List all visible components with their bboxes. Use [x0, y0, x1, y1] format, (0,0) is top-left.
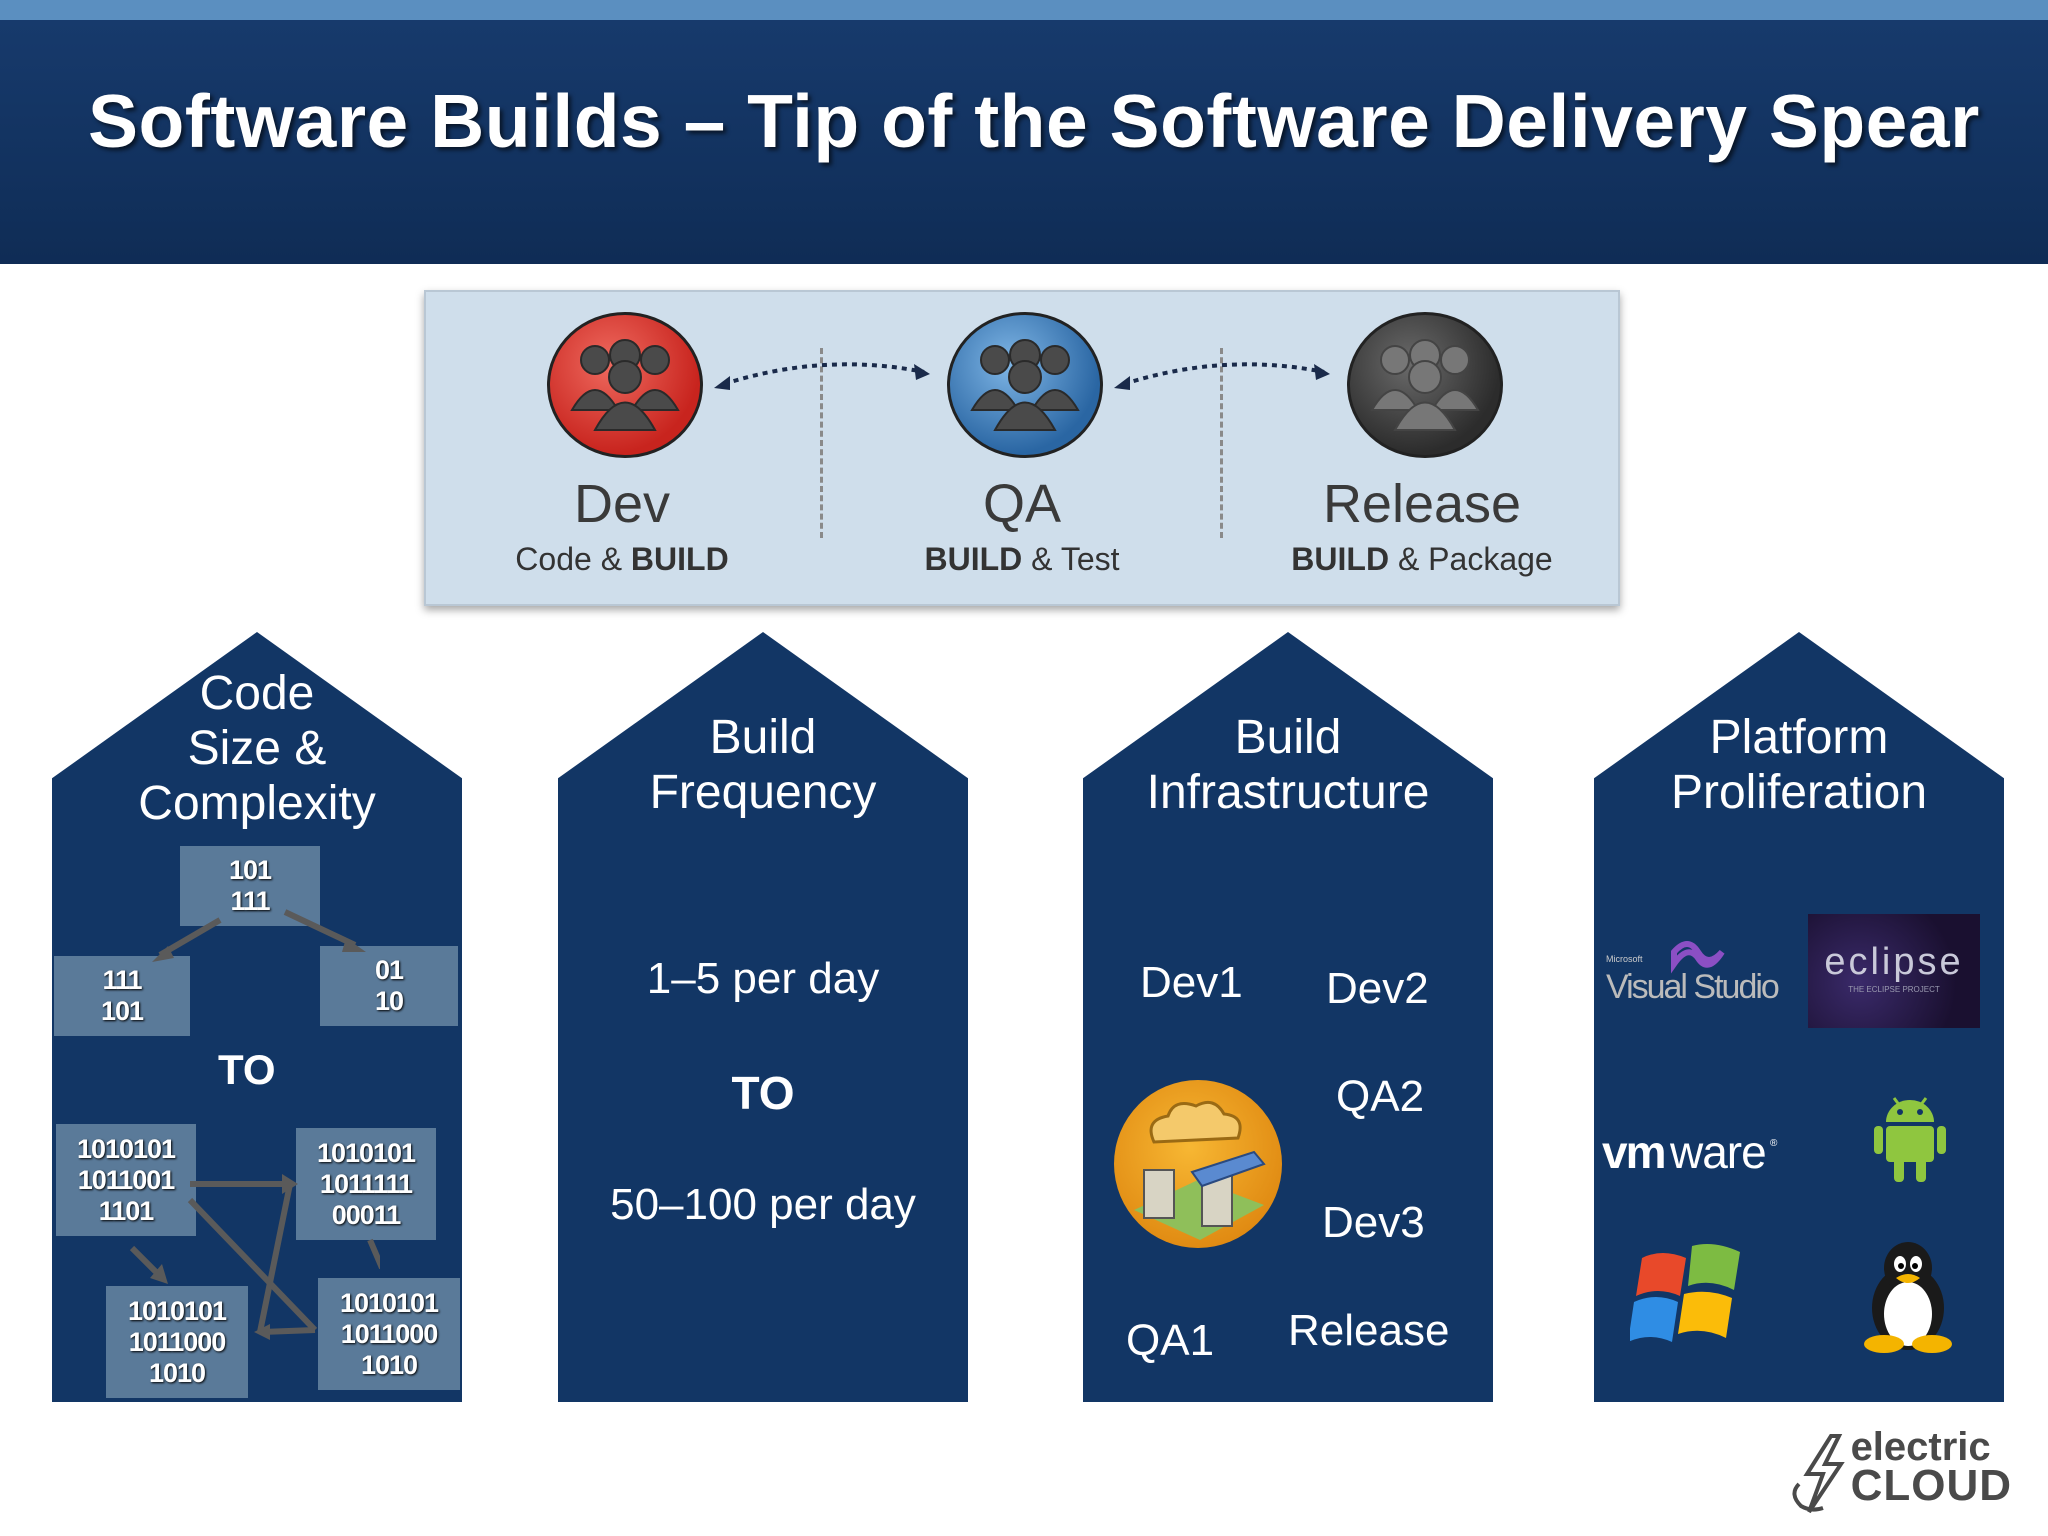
infra-label: QA1: [1126, 1316, 1215, 1365]
stage-release: Release BUILD & Package: [1222, 477, 1622, 578]
stage-qa-sub: BUILD & Test: [924, 541, 1120, 577]
brand-line1: electric: [1850, 1425, 1991, 1469]
stage-qa-name: QA: [982, 474, 1062, 534]
frequency-to-label: TO: [731, 1067, 795, 1119]
visual-studio-logo: Microsoft Visual Studio: [1604, 932, 1784, 1012]
binary-block: 111 101: [54, 956, 190, 1036]
slide-header: Software Builds – Tip of the Software De…: [0, 20, 2048, 264]
stage-release-name: Release: [1322, 474, 1522, 534]
binary-block: 101 111: [180, 846, 320, 926]
lightning-cloud-icon: [1792, 1434, 1845, 1514]
cloud-servers-icon: [1114, 1080, 1282, 1248]
svg-text:THE ECLIPSE PROJECT: THE ECLIPSE PROJECT: [1848, 985, 1940, 994]
dev-team-icon: [547, 312, 703, 458]
stage-dev-name: Dev: [573, 474, 671, 534]
slide-title: Software Builds – Tip of the Software De…: [88, 79, 1980, 163]
svg-text:®: ®: [1770, 1138, 1778, 1149]
windows-logo: [1628, 1244, 1750, 1350]
binary-block: 1010101 1011111 00011: [296, 1128, 436, 1240]
infra-label: QA2: [1336, 1072, 1425, 1121]
arrow-dev-qa: [714, 362, 930, 390]
stage-qa: QA BUILD & Test: [822, 477, 1222, 578]
svg-text:Microsoft: Microsoft: [1606, 954, 1643, 964]
pillar-build-frequency: [558, 632, 968, 1402]
vmware-logo: vm ware ®: [1600, 1124, 1780, 1184]
stage-dev: Dev Code & BUILD: [422, 477, 822, 578]
svg-text:eclipse: eclipse: [1824, 941, 1963, 983]
infra-label: Dev2: [1326, 964, 1429, 1013]
svg-text:ware: ware: [1669, 1126, 1766, 1178]
electric-cloud-logo: electric CLOUD: [1792, 1425, 2012, 1514]
svg-text:vm: vm: [1602, 1126, 1665, 1178]
eclipse-logo: eclipse THE ECLIPSE PROJECT: [1808, 914, 1980, 1028]
svg-text:Visual Studio: Visual Studio: [1606, 968, 1779, 1006]
top-accent-strip: [0, 0, 2048, 20]
stage-release-sub: BUILD & Package: [1291, 541, 1553, 577]
infra-label: Dev1: [1140, 958, 1243, 1007]
android-logo: [1872, 1088, 1948, 1184]
arrow-qa-release: [1114, 362, 1330, 390]
infra-label: Release: [1288, 1306, 1450, 1355]
delivery-flow-panel: Dev Code & BUILD QA BUILD & Test Release…: [424, 290, 1620, 606]
frequency-target: 50–100 per day: [610, 1180, 916, 1229]
binary-block: 01 10: [320, 946, 458, 1026]
release-team-icon: [1347, 312, 1503, 458]
pillar-frequency-title: Build Frequency: [649, 711, 877, 820]
stage-dev-sub: Code & BUILD: [515, 541, 729, 577]
brand-line2: CLOUD: [1850, 1461, 2012, 1510]
qa-team-icon: [947, 312, 1103, 458]
frequency-from: 1–5 per day: [646, 954, 880, 1003]
separator-qa-release: [1220, 348, 1223, 538]
pillar-code-title: Code Size & Complexity: [138, 667, 376, 831]
code-growth-arrows-small: [152, 909, 366, 962]
pillar-build-infrastructure: [1083, 632, 1493, 1402]
pillar-platform-title: Platform Proliferation: [1670, 711, 1928, 820]
code-growth-arrows-large: [129, 1174, 380, 1340]
pillar-infrastructure-title: Build Infrastructure: [1146, 711, 1430, 820]
infra-label: Dev3: [1322, 1198, 1425, 1247]
code-to-label: TO: [218, 1046, 276, 1093]
binary-block: 1010101 1011000 1010: [106, 1286, 248, 1398]
binary-block: 1010101 1011001 1101: [56, 1124, 196, 1236]
linux-tux-logo: [1856, 1238, 1960, 1354]
binary-block: 1010101 1011000 1010: [318, 1278, 460, 1390]
separator-dev-qa: [820, 348, 823, 538]
